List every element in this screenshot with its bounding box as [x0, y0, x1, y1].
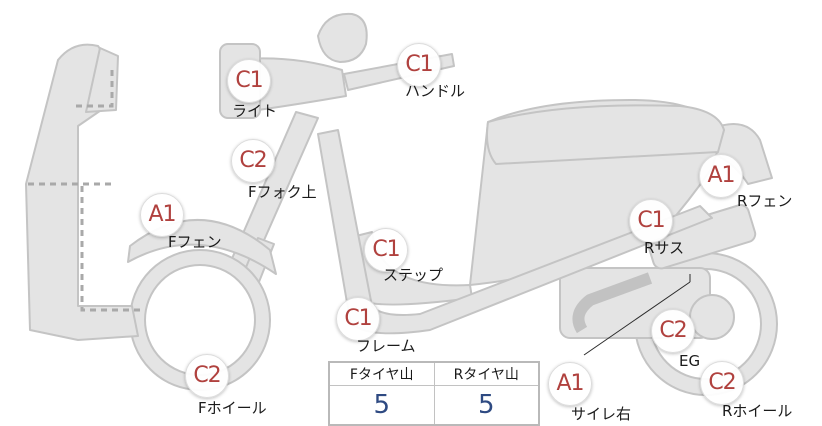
- part-label-f-fender: Fフェン: [168, 233, 222, 251]
- exhaust-pipe-shape: [572, 272, 653, 334]
- grade-badge-r-wheel[interactable]: C2: [700, 361, 744, 405]
- rear-tread-header: Rタイヤ山: [433, 361, 540, 386]
- part-label-eg: EG: [679, 352, 701, 370]
- part-label-step: ステップ: [383, 266, 444, 284]
- grade-badge-muffler-right[interactable]: A1: [548, 362, 592, 406]
- grade-badge-r-sus[interactable]: C1: [629, 199, 673, 243]
- seat-shape: [486, 104, 725, 165]
- tread-depth-table: Fタイヤ山 Rタイヤ山 5 5: [328, 361, 540, 426]
- grade-badge-f-fender[interactable]: A1: [140, 193, 184, 237]
- part-label-r-fender: Rフェン: [737, 192, 793, 210]
- leg-shield-shape: [25, 43, 139, 341]
- grade-badge-r-fender[interactable]: A1: [699, 154, 743, 198]
- part-label-f-wheel: Fホイール: [198, 399, 267, 417]
- front-tread-header: Fタイヤ山: [328, 361, 435, 386]
- rear-hub-shape: [689, 294, 735, 340]
- panel-seam-lines: [28, 70, 140, 312]
- grade-badge-light[interactable]: C1: [227, 59, 271, 103]
- grade-badge-f-fork[interactable]: C2: [231, 139, 275, 183]
- front-wheel-shape: [129, 249, 271, 391]
- grade-badge-handle[interactable]: C1: [397, 43, 441, 87]
- part-label-r-wheel: Rホイール: [722, 402, 793, 420]
- grade-badge-eg[interactable]: C2: [651, 309, 695, 353]
- part-label-frame: フレーム: [356, 337, 416, 355]
- shield-top-shape: [85, 47, 119, 113]
- part-label-f-fork: Fフォク上: [248, 183, 317, 201]
- part-label-light: ライト: [232, 102, 278, 120]
- front-tread-value: 5: [328, 385, 435, 426]
- grade-badge-step[interactable]: C1: [364, 228, 408, 272]
- part-label-muffler-right: サイレ右: [571, 405, 632, 423]
- grade-badge-frame[interactable]: C1: [336, 297, 380, 341]
- part-label-handle: ハンドル: [405, 82, 466, 100]
- mirror-shape: [317, 12, 368, 63]
- grade-badge-f-wheel[interactable]: C2: [185, 354, 229, 398]
- part-label-r-sus: Rサス: [644, 239, 685, 257]
- rear-tread-value: 5: [433, 385, 540, 426]
- leader-line: [583, 281, 691, 356]
